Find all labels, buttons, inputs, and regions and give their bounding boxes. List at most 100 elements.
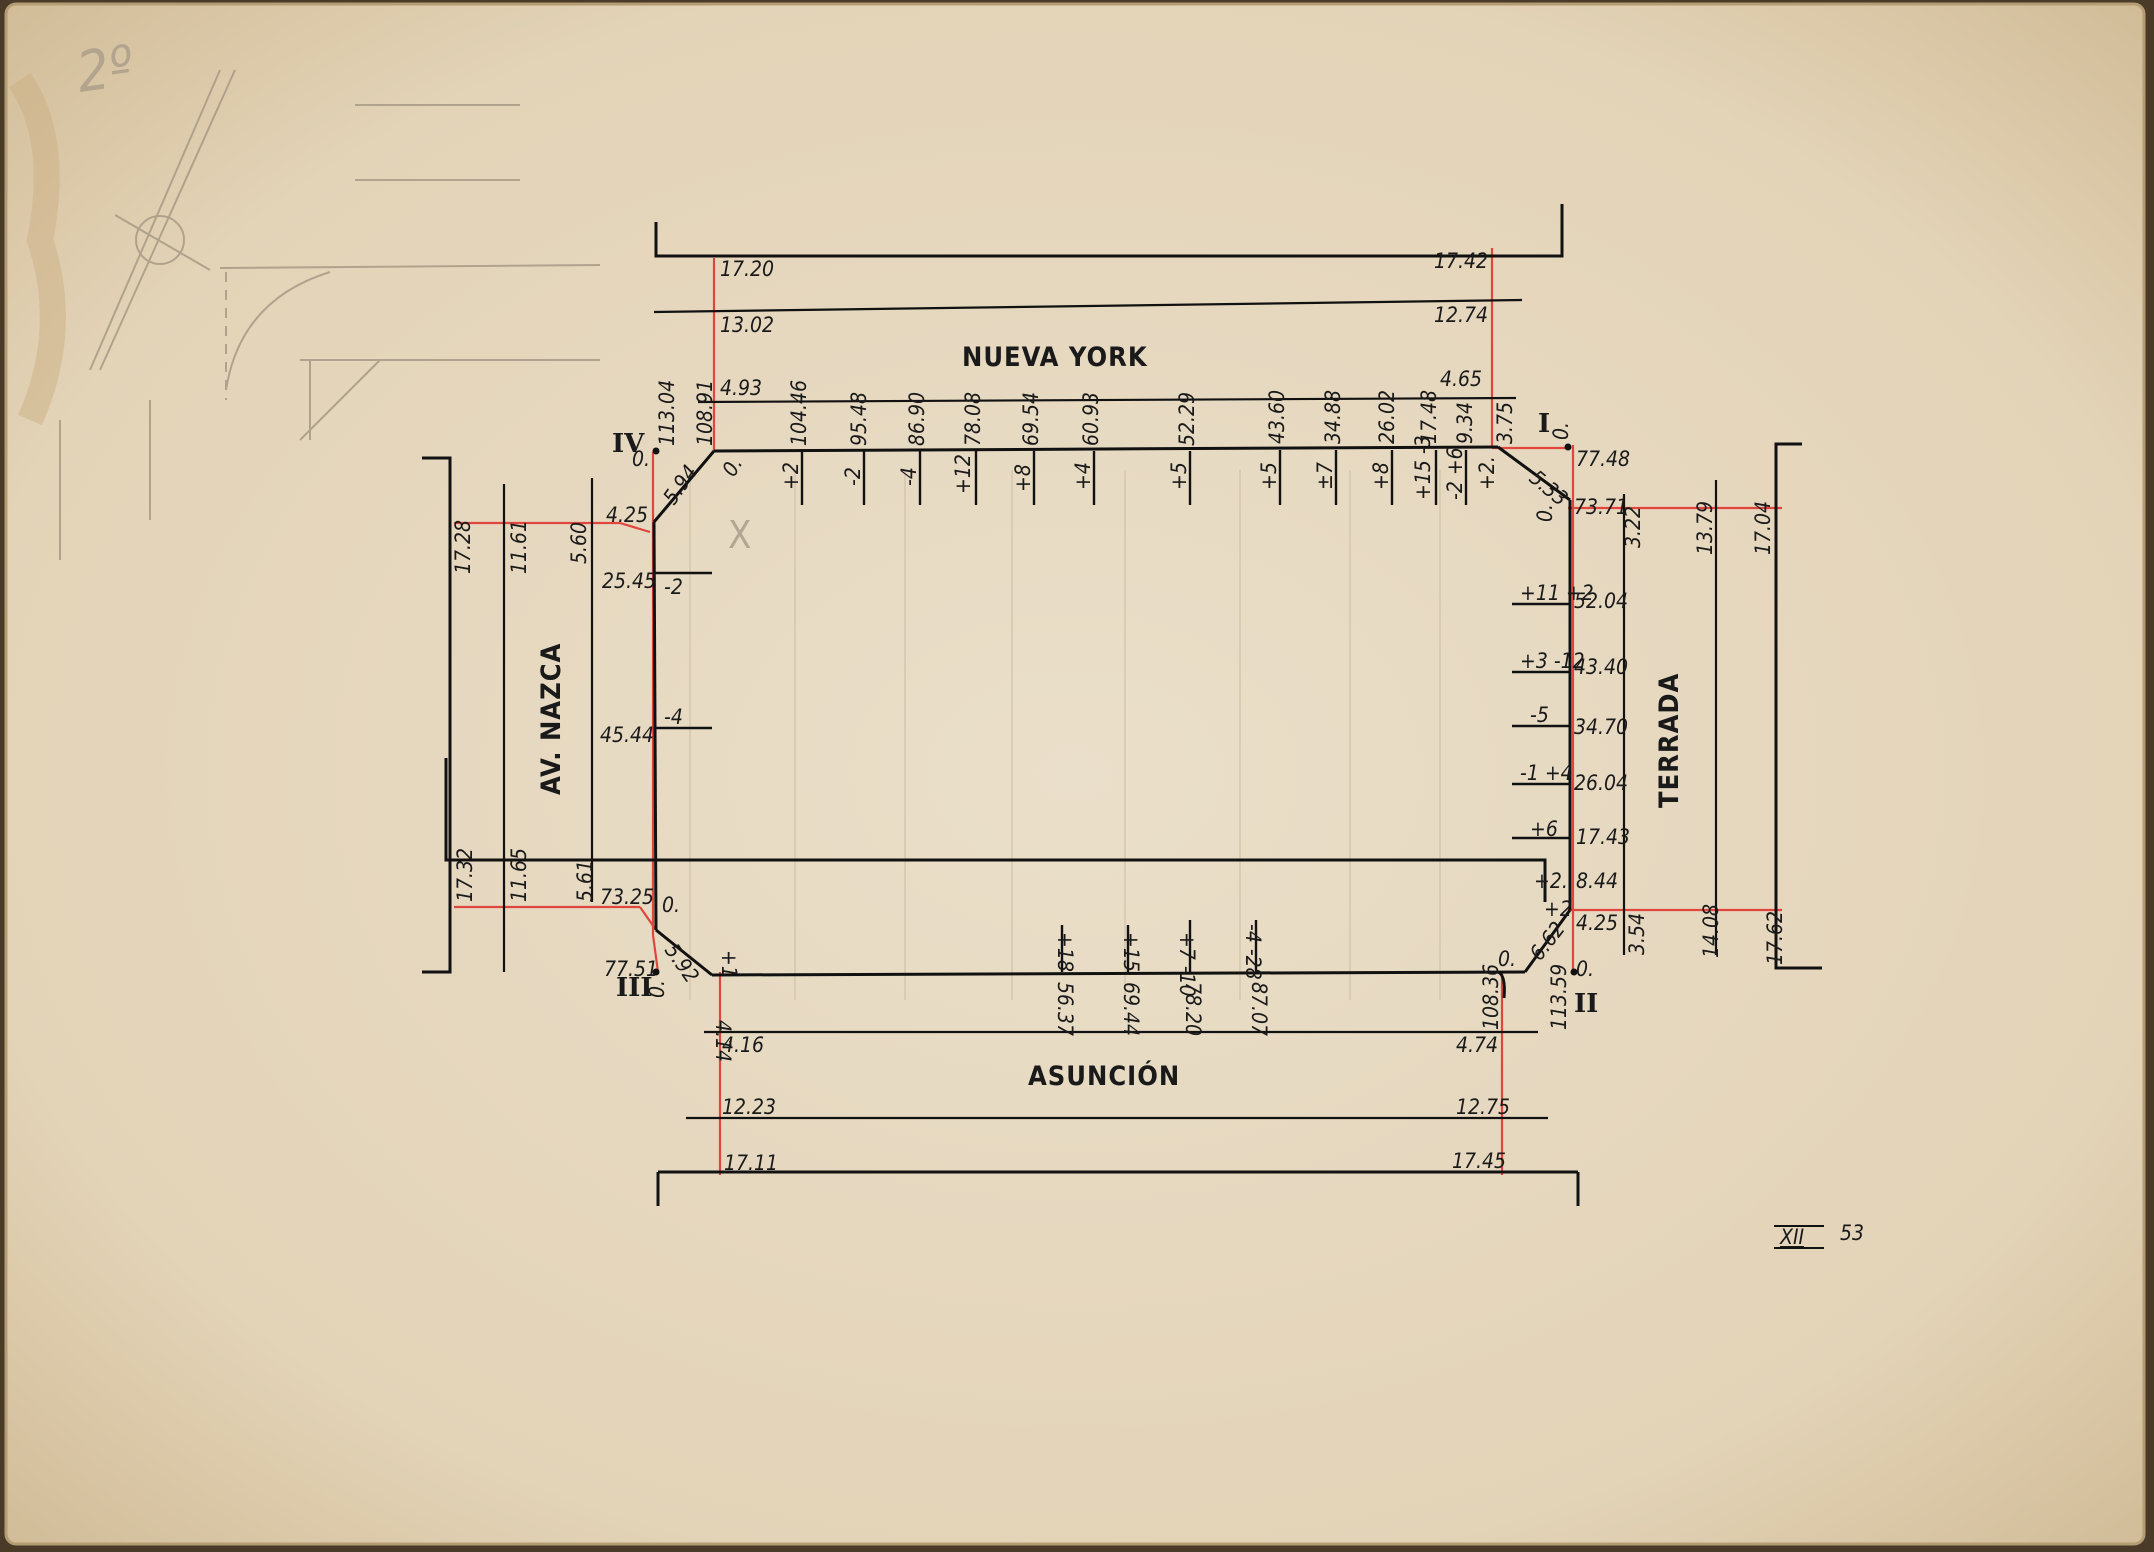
west-south-dist: 5.61 xyxy=(573,860,597,902)
level: +8 xyxy=(1369,462,1393,490)
south-east-dist: 17.45 xyxy=(1452,1149,1506,1173)
level: +15 -3 xyxy=(1411,435,1435,500)
level: +12 xyxy=(951,454,975,494)
chainage: 17.43 xyxy=(1576,825,1630,849)
chainage: 4.25 xyxy=(1576,911,1618,935)
level-ticks xyxy=(654,450,1570,972)
level: ±7 xyxy=(1313,462,1337,490)
chainage: 108.91 xyxy=(693,380,717,446)
chainage: 113.04 xyxy=(655,380,679,446)
north-side-levels: +2 -2 -4 +12 +8 +4 +5 +5 ±7 +8 +15 -3 -2… xyxy=(779,435,1499,500)
chainage: 26.02 xyxy=(1375,390,1399,444)
corner-sw-zero: 0. xyxy=(645,980,669,998)
north-west-dist: 13.02 xyxy=(720,313,774,337)
chainage: 73.71 xyxy=(1574,495,1628,519)
west-north-dist: 11.61 xyxy=(507,520,531,574)
corner-label-iv: IV xyxy=(612,429,645,459)
street-name-north: NUEVA YORK xyxy=(962,342,1148,373)
paper-background xyxy=(4,2,2146,1546)
street-lines xyxy=(422,204,1822,1206)
corner-se-zero: 0. xyxy=(1576,957,1594,981)
chainage: 77.48 xyxy=(1576,447,1630,471)
chainage: 60.93 xyxy=(1079,392,1103,446)
red-offset-lines xyxy=(454,248,1782,1175)
chainage: 43.60 xyxy=(1265,390,1289,444)
chainage: 34.70 xyxy=(1574,715,1628,739)
chainage: 17.48 xyxy=(1417,390,1441,444)
chainage: 3.75 xyxy=(1493,402,1517,444)
street-name-west: AV. NAZCA xyxy=(536,643,567,795)
chainage: 34.88 xyxy=(1321,390,1345,444)
chainage: 52.29 xyxy=(1175,392,1199,446)
chainage: 52.04 xyxy=(1574,589,1628,613)
east-south-dist: 3.54 xyxy=(1625,913,1649,955)
chainage: 77.51 xyxy=(604,957,658,981)
level: -2 xyxy=(664,575,683,599)
chainage: 108.36 xyxy=(1479,964,1503,1030)
chainage: 78.08 xyxy=(961,392,985,446)
chainage: 113.59 xyxy=(1547,964,1571,1030)
west-south-dist: 11.65 xyxy=(507,848,531,902)
east-side-chainages: 77.48 73.71 52.04 43.40 34.70 26.04 17.4… xyxy=(1547,447,1630,1030)
faint-ruling xyxy=(689,470,1441,1000)
west-north-dist: 17.28 xyxy=(451,520,475,574)
chainage: 104.46 xyxy=(787,380,811,446)
corner-nw-zero: 0. xyxy=(632,447,650,471)
west-north-dist: 5.60 xyxy=(567,522,591,564)
level: +6 xyxy=(1530,817,1558,841)
north-east-dist: 4.65 xyxy=(1440,367,1482,391)
level: +8 xyxy=(1011,464,1035,492)
paper-stain xyxy=(9,72,66,426)
east-side-levels: +11 +2 +3 -12 -5 -1 +4 +6 +2. +2 xyxy=(1520,581,1594,921)
corner-sw-inner-zero: 0. xyxy=(662,893,680,917)
north-west-dist: 4.93 xyxy=(720,376,762,400)
corner-ne-zero: 0. xyxy=(1549,422,1573,440)
south-east-dist: 4.74 xyxy=(1456,1033,1498,1057)
corner-label-ii: II xyxy=(1574,989,1598,1019)
level: -5 xyxy=(1530,703,1549,727)
level: -4 -28 xyxy=(1241,924,1265,980)
north-west-dist: 17.20 xyxy=(720,257,774,281)
level: -4 xyxy=(897,467,921,486)
chainage: 73.25 xyxy=(600,885,654,909)
west-side-chainages: 4.25 25.45 45.44 73.25 77.51 xyxy=(600,503,658,981)
level: +5 xyxy=(1257,462,1281,490)
chainage: 26.04 xyxy=(1574,771,1628,795)
date-year: 53 xyxy=(1840,1221,1864,1245)
east-north-dist: 3.22 xyxy=(1621,506,1645,548)
west-south-dist: 17.32 xyxy=(453,848,477,902)
street-name-south: ASUNCIÓN xyxy=(1028,1060,1180,1092)
street-name-east: TERRADA xyxy=(1654,673,1685,808)
south-east-dist: 12.75 xyxy=(1456,1095,1510,1119)
level: +3 -12 xyxy=(1520,649,1585,673)
east-south-dist: 17.62 xyxy=(1763,911,1787,965)
level: +7 -10 xyxy=(1175,932,1199,997)
level: +5 xyxy=(1167,462,1191,490)
level: +2 xyxy=(779,462,803,490)
chainage: 87.07 xyxy=(1247,982,1271,1036)
north-east-dist: 12.74 xyxy=(1434,303,1488,327)
date-mark: XII 53 xyxy=(1774,1221,1864,1249)
chainage: 8.44 xyxy=(1576,869,1618,893)
south-west-dist: 12.23 xyxy=(722,1095,776,1119)
block-perimeter xyxy=(652,445,1572,999)
chainage: 9.34 xyxy=(1453,402,1477,444)
south-west-dist: 17.11 xyxy=(724,1151,778,1175)
level: +15 xyxy=(1119,932,1143,972)
level: +1 xyxy=(717,950,741,978)
corner-label-iii: III xyxy=(616,973,653,1003)
pencil-x-mark: X xyxy=(728,513,751,557)
level: +2. xyxy=(1534,869,1568,893)
east-north-dist: 13.79 xyxy=(1693,501,1717,555)
chainage: 78.20 xyxy=(1181,982,1205,1036)
corner-ne-inner-zero: 0. xyxy=(1533,504,1557,522)
pencil-compass-sketch xyxy=(59,69,601,560)
chainage: 4.25 xyxy=(606,503,648,527)
east-south-dist: 14.08 xyxy=(1699,904,1723,958)
level: -2 +6 xyxy=(1443,447,1467,500)
chainage: 86.90 xyxy=(905,392,929,446)
south-side-chainages: 4.14 56.37 69.44 78.20 87.07 108.36 xyxy=(711,964,1503,1062)
south-side-levels: +1 +18 +15 +7 -10 -4 -28 xyxy=(717,924,1265,997)
chainage: 25.45 xyxy=(602,569,656,593)
